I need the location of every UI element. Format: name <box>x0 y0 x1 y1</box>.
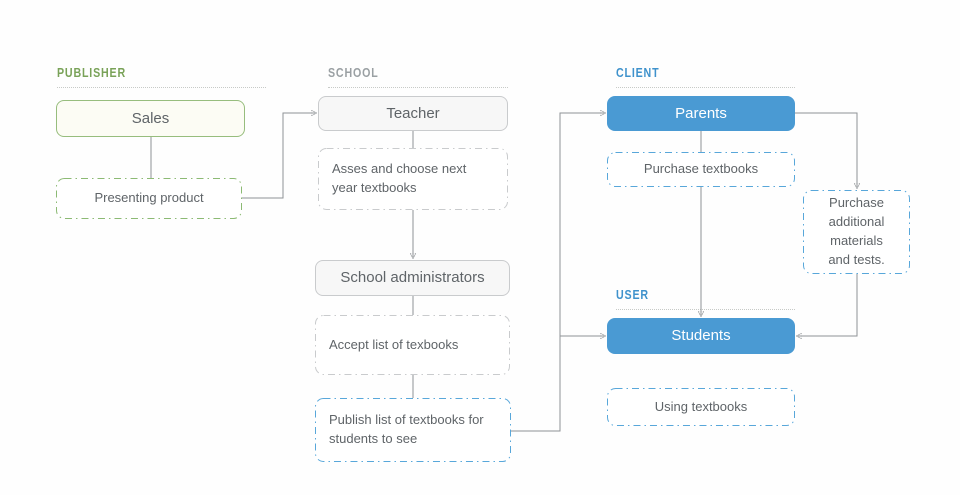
node-school-administrators: School administrators <box>315 260 510 296</box>
node-purchase-textbooks: Purchase textbooks <box>607 152 795 187</box>
dash-dot-border <box>315 398 511 462</box>
node-sales: Sales <box>56 100 245 137</box>
section-label-publisher: Publisher <box>57 65 126 80</box>
edge-publish-parents <box>511 113 604 432</box>
section-header-school: School <box>328 64 508 88</box>
node-using-textbooks-label: Using textbooks <box>654 398 748 414</box>
section-header-client: Client <box>616 64 795 88</box>
node-accept-list-label: Accept list of texbooks <box>329 336 459 352</box>
edge-presenting-teacher <box>242 113 315 199</box>
node-using-textbooks: Using textbooks <box>607 388 795 426</box>
node-accept-list: Accept list of texbooks <box>315 315 510 375</box>
dash-dot-border <box>607 388 795 426</box>
node-students: Students <box>607 318 795 354</box>
node-publish-list-label: Publish list of textbooks for students t… <box>329 412 484 446</box>
dash-dot-border <box>803 190 910 274</box>
dash-dot-border <box>318 148 508 210</box>
node-school-administrators-label: School administrators <box>340 269 485 287</box>
dash-dot-border <box>56 178 242 219</box>
node-teacher-label: Teacher <box>386 104 440 122</box>
node-purchase-textbooks-label: Purchase textbooks <box>643 161 759 177</box>
node-assess-choose-label: Asses and choose next year textbooks <box>332 161 467 195</box>
node-parents-label: Parents <box>675 104 727 122</box>
section-header-user: User <box>616 286 795 310</box>
node-purchase-additional-label: Purchase additional materials and tests. <box>828 195 885 267</box>
node-purchase-additional: Purchase additional materials and tests. <box>803 190 910 274</box>
node-presenting-product-label: Presenting product <box>94 190 204 206</box>
dash-dot-border <box>315 315 510 375</box>
node-teacher: Teacher <box>318 96 508 131</box>
node-students-label: Students <box>671 327 731 345</box>
section-label-user: User <box>616 287 649 302</box>
node-parents: Parents <box>607 96 795 131</box>
node-presenting-product: Presenting product <box>56 178 242 219</box>
section-label-school: School <box>328 65 379 80</box>
section-label-client: Client <box>616 65 660 80</box>
node-assess-choose: Asses and choose next year textbooks <box>318 148 508 210</box>
section-header-publisher: Publisher <box>57 64 266 88</box>
edge-parents-purchaseadd <box>795 112 857 187</box>
edge-purchaseadd-students <box>798 274 858 336</box>
node-publish-list: Publish list of textbooks for students t… <box>315 398 511 462</box>
dash-dot-border <box>607 152 795 187</box>
node-sales-label: Sales <box>131 109 170 127</box>
